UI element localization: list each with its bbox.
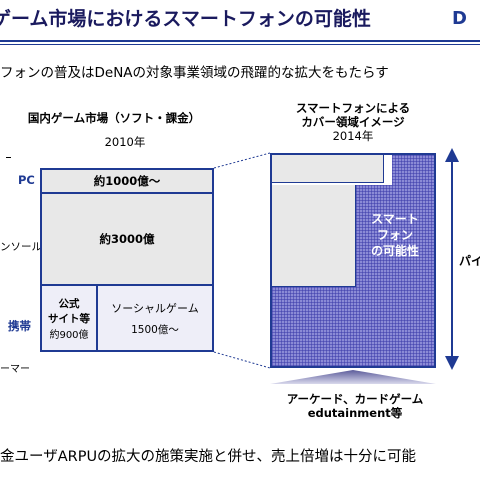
segment-console-value: 約3000億	[99, 232, 155, 246]
segment-social-games: ソーシャルゲーム 1500億～	[98, 286, 212, 350]
side-label-pc: PC	[18, 173, 35, 187]
smartphone-line2: フォン	[376, 228, 413, 242]
title-divider-thin	[0, 44, 480, 45]
coverage-console-area	[272, 185, 356, 287]
arcade-label-line1: アーケード、カードゲーム	[286, 392, 424, 406]
left-chart-year: 2010年	[104, 135, 146, 149]
segment-pc-value: 約1000億～	[93, 174, 161, 188]
right-chart-year: 2014年	[332, 129, 374, 143]
smartphone-line1: スマート	[371, 212, 419, 226]
segment-pc: 約1000億～	[42, 170, 212, 194]
footer-text: 金ユーザARPUの拡大の施策実施と併せ、売上倍増は十分に可能	[0, 449, 417, 465]
title-divider	[0, 40, 480, 42]
official-sites-line1: 公式	[58, 297, 80, 310]
axis-tick	[6, 157, 11, 158]
social-games-value: 1500億～	[131, 323, 179, 336]
upward-arrow	[270, 370, 436, 384]
smartphone-line3: の可能性	[370, 244, 419, 258]
subtitle: フォンの普及はDeNAの対象事業領域の飛躍的な拡大をもたらす	[0, 65, 389, 81]
side-label-mobile: 携帯	[8, 319, 31, 333]
social-games-label: ソーシャルゲーム	[111, 301, 199, 315]
domestic-market-box: 約1000億～ 約3000億 公式 サイト等 約900億 ソーシャルゲーム 15…	[40, 168, 214, 352]
segment-official-sites: 公式 サイト等 約900億	[42, 286, 98, 350]
arcade-label-line2: edutainment等	[307, 406, 403, 420]
coverage-pc-area	[272, 155, 384, 183]
official-sites-value: 約900億	[49, 329, 89, 341]
right-chart-title-line1: スマートフォンによる	[295, 101, 411, 115]
side-label-pie: パイ	[459, 254, 480, 268]
segment-console: 約3000億	[42, 194, 212, 286]
official-sites-line2: サイト等	[48, 312, 90, 325]
left-chart-title: 国内ゲーム市場（ソフト・課金）	[27, 111, 201, 125]
right-chart-title-line2: カバー領域イメージ	[301, 115, 405, 129]
page-title: ゲーム市場におけるスマートフォンの可能性	[0, 8, 371, 30]
side-label-gamer: ーマー	[0, 364, 30, 375]
vertical-range-arrow	[445, 148, 459, 370]
company-logo: D	[452, 8, 467, 29]
smartphone-coverage-box: スマート フォン の可能性	[270, 153, 436, 368]
side-label-console: ンソール	[0, 241, 42, 253]
smartphone-potential-label: スマート フォン の可能性	[356, 211, 434, 259]
